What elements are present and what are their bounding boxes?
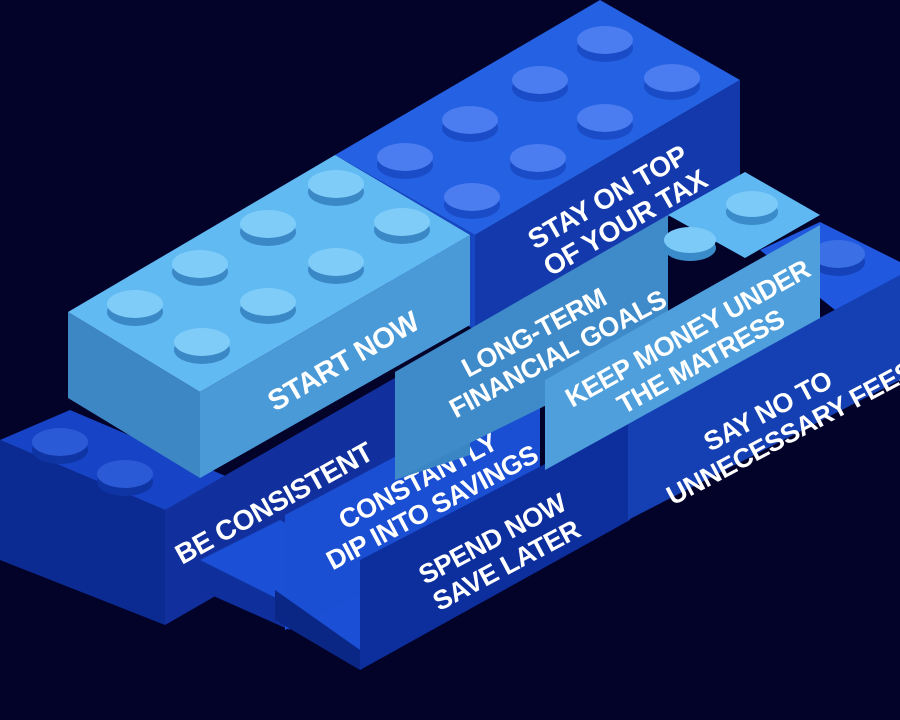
brick-front: [285, 380, 540, 630]
stud: [664, 227, 716, 261]
stud: [32, 428, 88, 464]
stud: [444, 183, 500, 219]
brick-side: [275, 590, 360, 670]
brick-front: [395, 215, 668, 480]
stud: [308, 170, 364, 206]
stud: [374, 208, 430, 244]
stud: [240, 210, 296, 246]
brick-front: [628, 275, 900, 520]
brick-top: [68, 155, 470, 392]
stud: [577, 26, 633, 62]
stud: [442, 106, 498, 142]
stud: [172, 250, 228, 286]
stud: [240, 288, 296, 324]
stud: [811, 240, 865, 276]
stud: [107, 290, 163, 326]
brick-side: [0, 440, 165, 625]
brick-front: [200, 235, 470, 478]
stud: [308, 248, 364, 284]
brick-front: [360, 420, 630, 670]
stud: [726, 191, 778, 225]
stud: [577, 104, 633, 140]
stud: [512, 66, 568, 102]
stud: [97, 460, 153, 496]
brick-side: [200, 560, 290, 630]
stud: [377, 143, 433, 179]
stud: [174, 328, 230, 364]
brick-top: [335, 0, 740, 235]
brick-front: [545, 225, 820, 470]
brick-side: [68, 312, 200, 478]
brick-front: [475, 80, 740, 330]
stud: [510, 144, 566, 180]
brick-start-now: START NOW: [68, 155, 470, 478]
stud: [644, 64, 700, 100]
